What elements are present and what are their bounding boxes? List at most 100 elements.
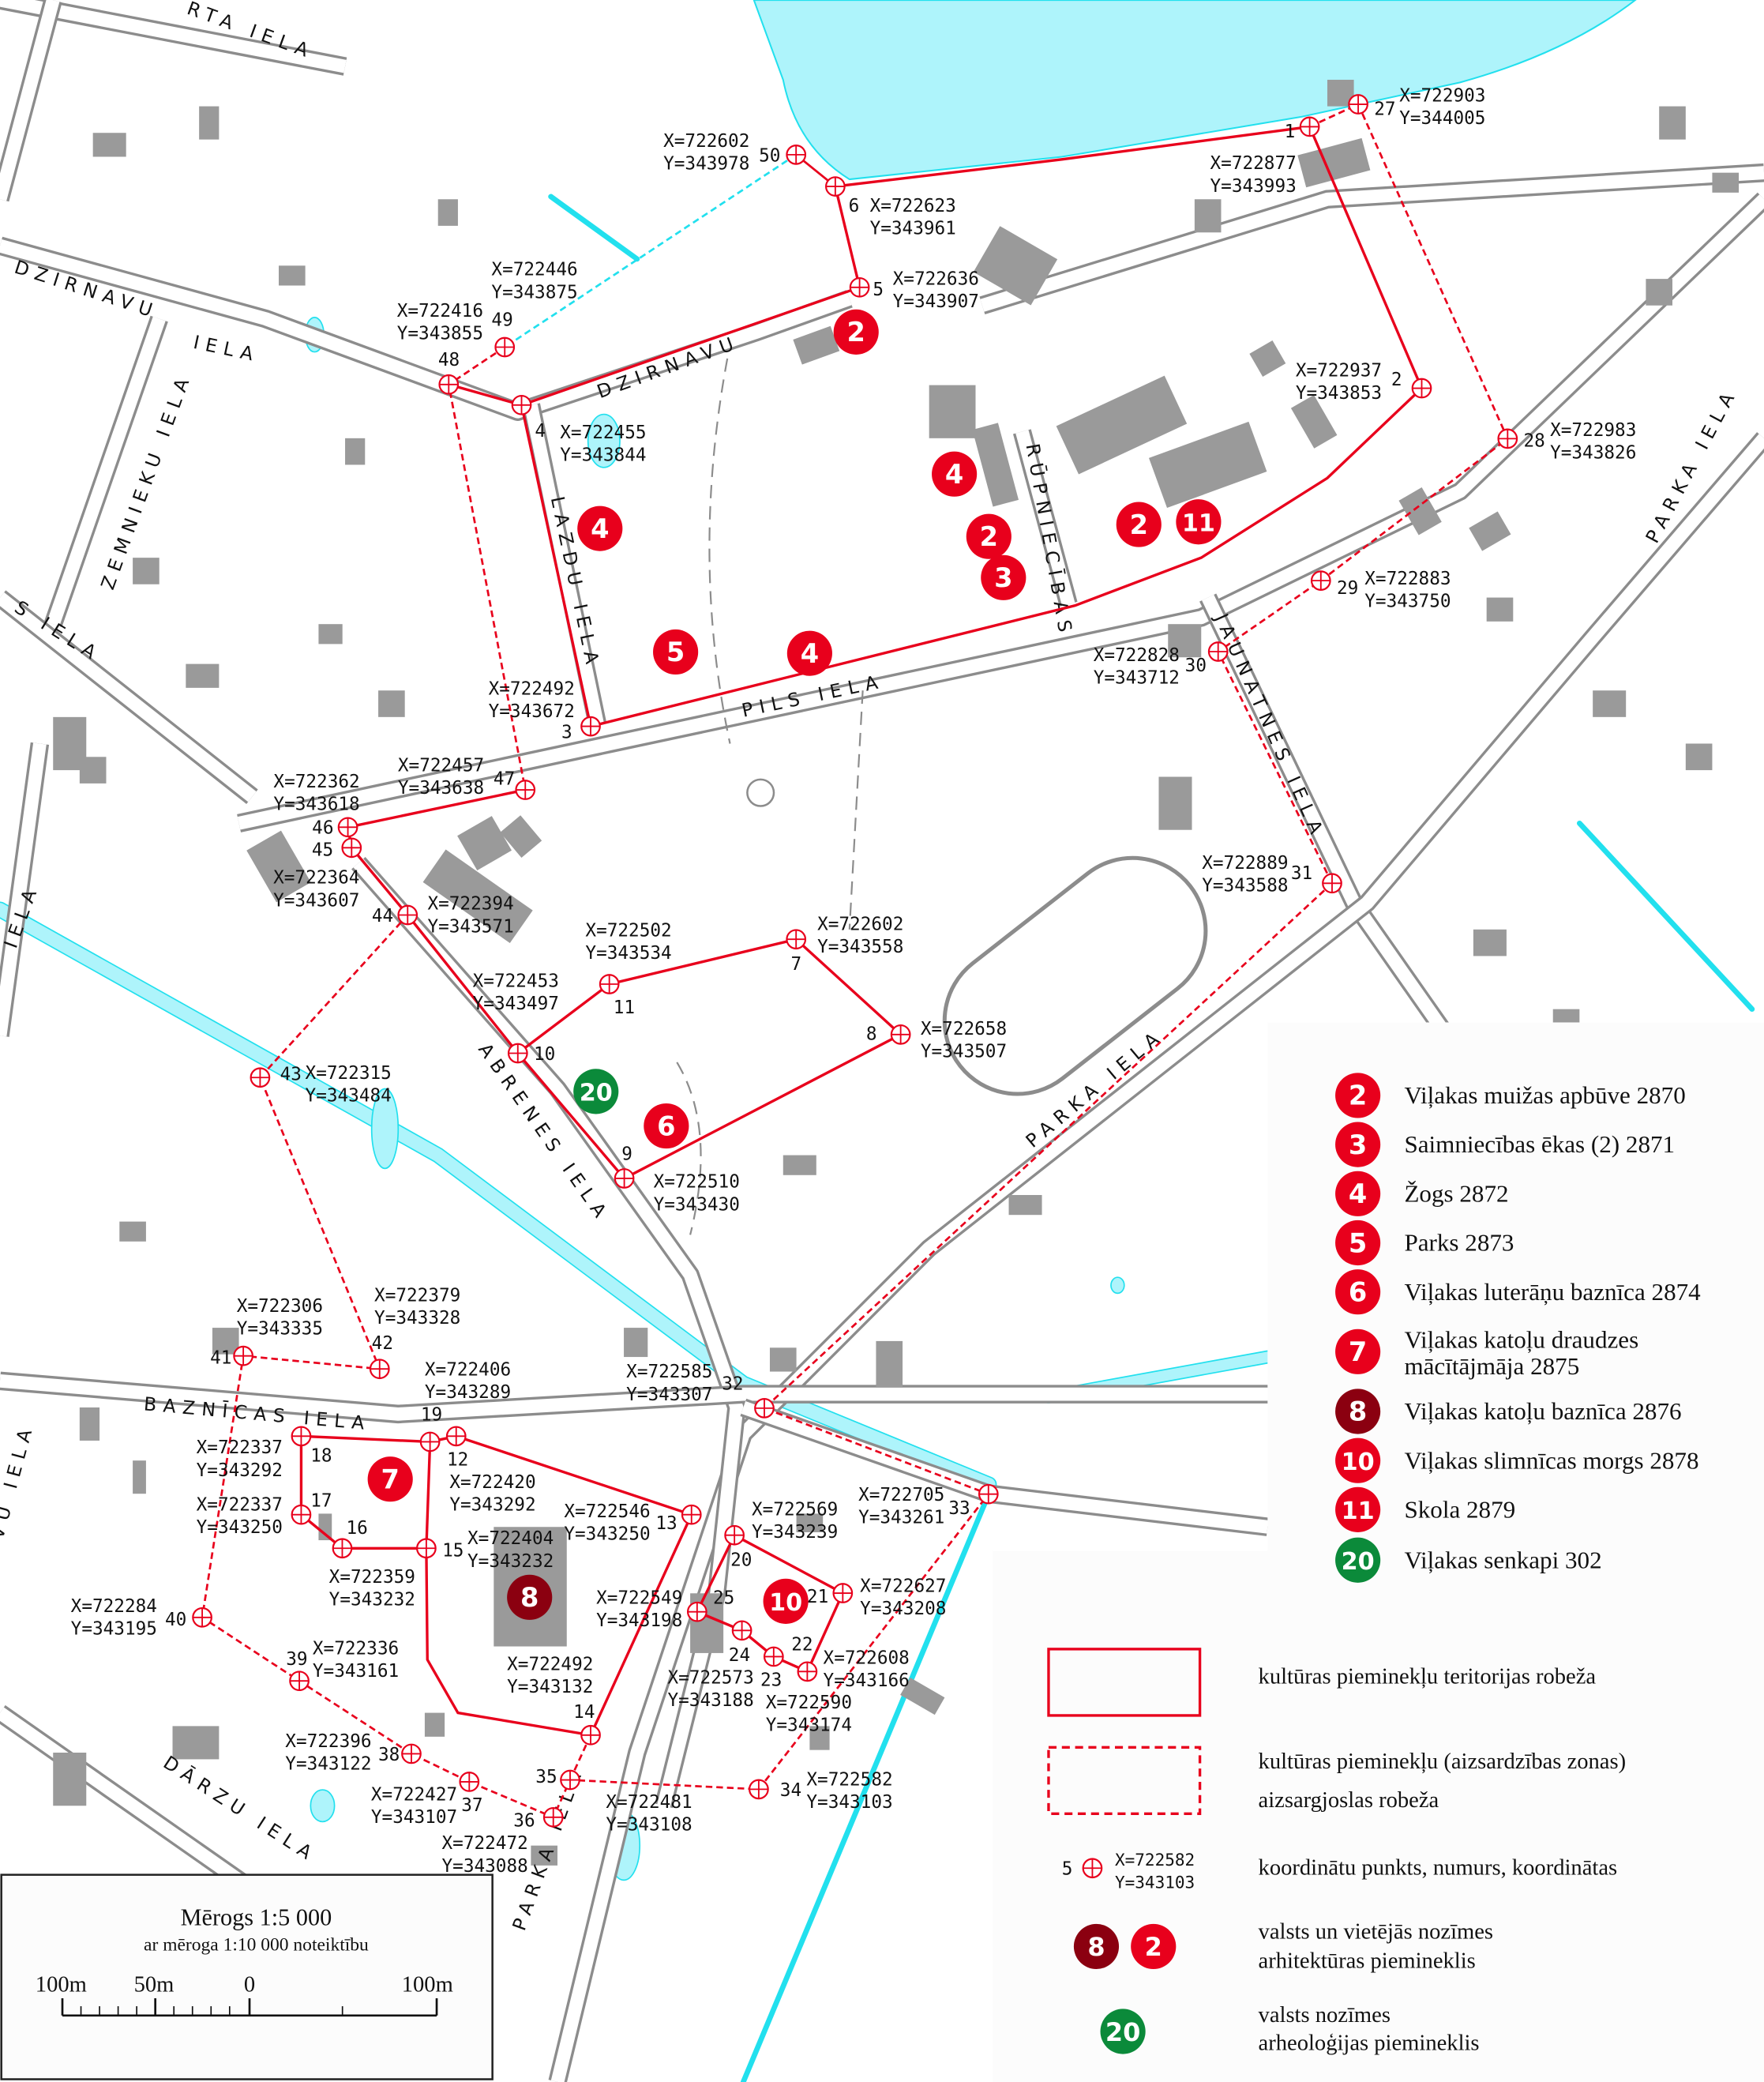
point-number: 4 (535, 421, 546, 442)
monument-marker-8[interactable]: 8 (507, 1574, 553, 1620)
scale-title: Mērogs 1:5 000 (181, 1904, 332, 1931)
point-y-coordinate: Y=343188 (667, 1690, 753, 1711)
protection-zone-boundary (201, 882, 1333, 1819)
building (624, 1328, 648, 1358)
building (876, 1340, 903, 1388)
building (424, 1712, 445, 1737)
point-number: 47 (494, 769, 515, 789)
monument-marker-11[interactable]: 11 (1176, 499, 1222, 545)
monument-marker-10[interactable]: 10 (763, 1578, 809, 1624)
monument-marker-4[interactable]: 4 (786, 630, 832, 676)
building (1398, 487, 1442, 536)
building (972, 423, 1019, 507)
legend-red-marker-icon (1131, 1923, 1177, 1969)
building (500, 815, 542, 859)
point-y-coordinate: Y=343108 (606, 1814, 692, 1835)
point-y-coordinate: Y=343826 (1550, 443, 1636, 464)
monument-number: 20 (580, 1080, 613, 1107)
building (1194, 199, 1222, 233)
monument-marker-2[interactable]: 2 (966, 513, 1011, 559)
point-x-coordinate: X=722569 (752, 1499, 838, 1520)
legend-item-label: Viļakas katoļu draudzes (1404, 1325, 1638, 1353)
monument-marker-4[interactable]: 4 (932, 451, 978, 497)
legend-marker-number: 7 (1349, 1336, 1367, 1367)
point-x-coordinate: X=722877 (1210, 153, 1297, 174)
monument-marker-20[interactable]: 20 (573, 1069, 619, 1114)
monument-marker-2[interactable]: 2 (1116, 502, 1162, 547)
monument-marker-5[interactable]: 5 (653, 629, 699, 675)
pond (587, 413, 621, 468)
building (92, 133, 126, 157)
scale-panel: Mērogs 1:5 000 ar mēroga 1:10 000 noteik… (0, 1873, 494, 2080)
point-x-coordinate: X=722472 (442, 1833, 528, 1854)
legend-item-label: Viļakas senkapi 302 (1404, 1546, 1601, 1573)
stream-fill (0, 903, 996, 1491)
path (848, 690, 864, 930)
point-x-coordinate: X=722315 (306, 1063, 392, 1084)
point-y-coordinate: Y=343853 (1296, 383, 1382, 404)
building (212, 1328, 239, 1355)
point-y-coordinate: Y=343250 (197, 1517, 283, 1538)
monument-marker-6[interactable]: 6 (644, 1103, 689, 1149)
point-x-coordinate: X=722546 (564, 1501, 650, 1522)
point-number: 14 (573, 1702, 595, 1723)
point-x-coordinate: X=722453 (473, 971, 559, 991)
point-y-coordinate: Y=343198 (596, 1610, 682, 1631)
building (1056, 375, 1188, 475)
point-x-coordinate: X=722889 (1202, 853, 1288, 874)
road-surface (47, 316, 166, 626)
monument-marker-3[interactable]: 3 (981, 554, 1026, 600)
point-y-coordinate: Y=343750 (1364, 592, 1451, 612)
monument-number: 7 (381, 1464, 400, 1494)
scale-subtitle: ar mēroga 1:10 000 noteiktību (144, 1934, 369, 1955)
monument-marker-4[interactable]: 4 (577, 505, 623, 551)
monument-number: 2 (980, 521, 998, 552)
monument-number: 2 (1130, 509, 1148, 540)
point-number: 17 (310, 1491, 332, 1512)
point-y-coordinate: Y=343328 (374, 1308, 460, 1328)
stream (548, 194, 640, 262)
monument-number: 10 (769, 1589, 802, 1617)
point-y-coordinate: Y=343993 (1210, 176, 1297, 197)
point-number: 25 (713, 1588, 734, 1609)
legend-marker-icon (1335, 1437, 1381, 1483)
monument-marker-7[interactable]: 7 (367, 1456, 413, 1502)
legend-panel-bottom (993, 1550, 1764, 2082)
point-number: 40 (165, 1610, 186, 1630)
protection-zone-boundary (569, 1734, 592, 1781)
point-x-coordinate: X=722937 (1296, 360, 1382, 381)
legend-archaeology-label-1: valsts nozīmes (1259, 2003, 1391, 2028)
building (1473, 929, 1507, 956)
scale-tick-label: 50m (134, 1973, 175, 1997)
legend-item-label: Parks 2873 (1404, 1229, 1514, 1257)
point-y-coordinate: Y=343132 (507, 1677, 593, 1697)
monument-marker-2[interactable]: 2 (833, 309, 879, 355)
point-number: 28 (1523, 430, 1544, 451)
point-x-coordinate: X=722627 (860, 1576, 946, 1596)
building (900, 1678, 945, 1716)
point-x-coordinate: X=722549 (596, 1588, 682, 1609)
point-x-coordinate: X=722446 (491, 260, 577, 280)
point-x-coordinate: X=722602 (663, 131, 749, 152)
legend-marker-number: 4 (1349, 1178, 1367, 1209)
legend-dashed-boundary-label-2: aizsargjoslas robeža (1259, 1788, 1439, 1813)
scale-tick-label: 100m (36, 1973, 87, 1997)
point-number: 45 (312, 840, 333, 860)
